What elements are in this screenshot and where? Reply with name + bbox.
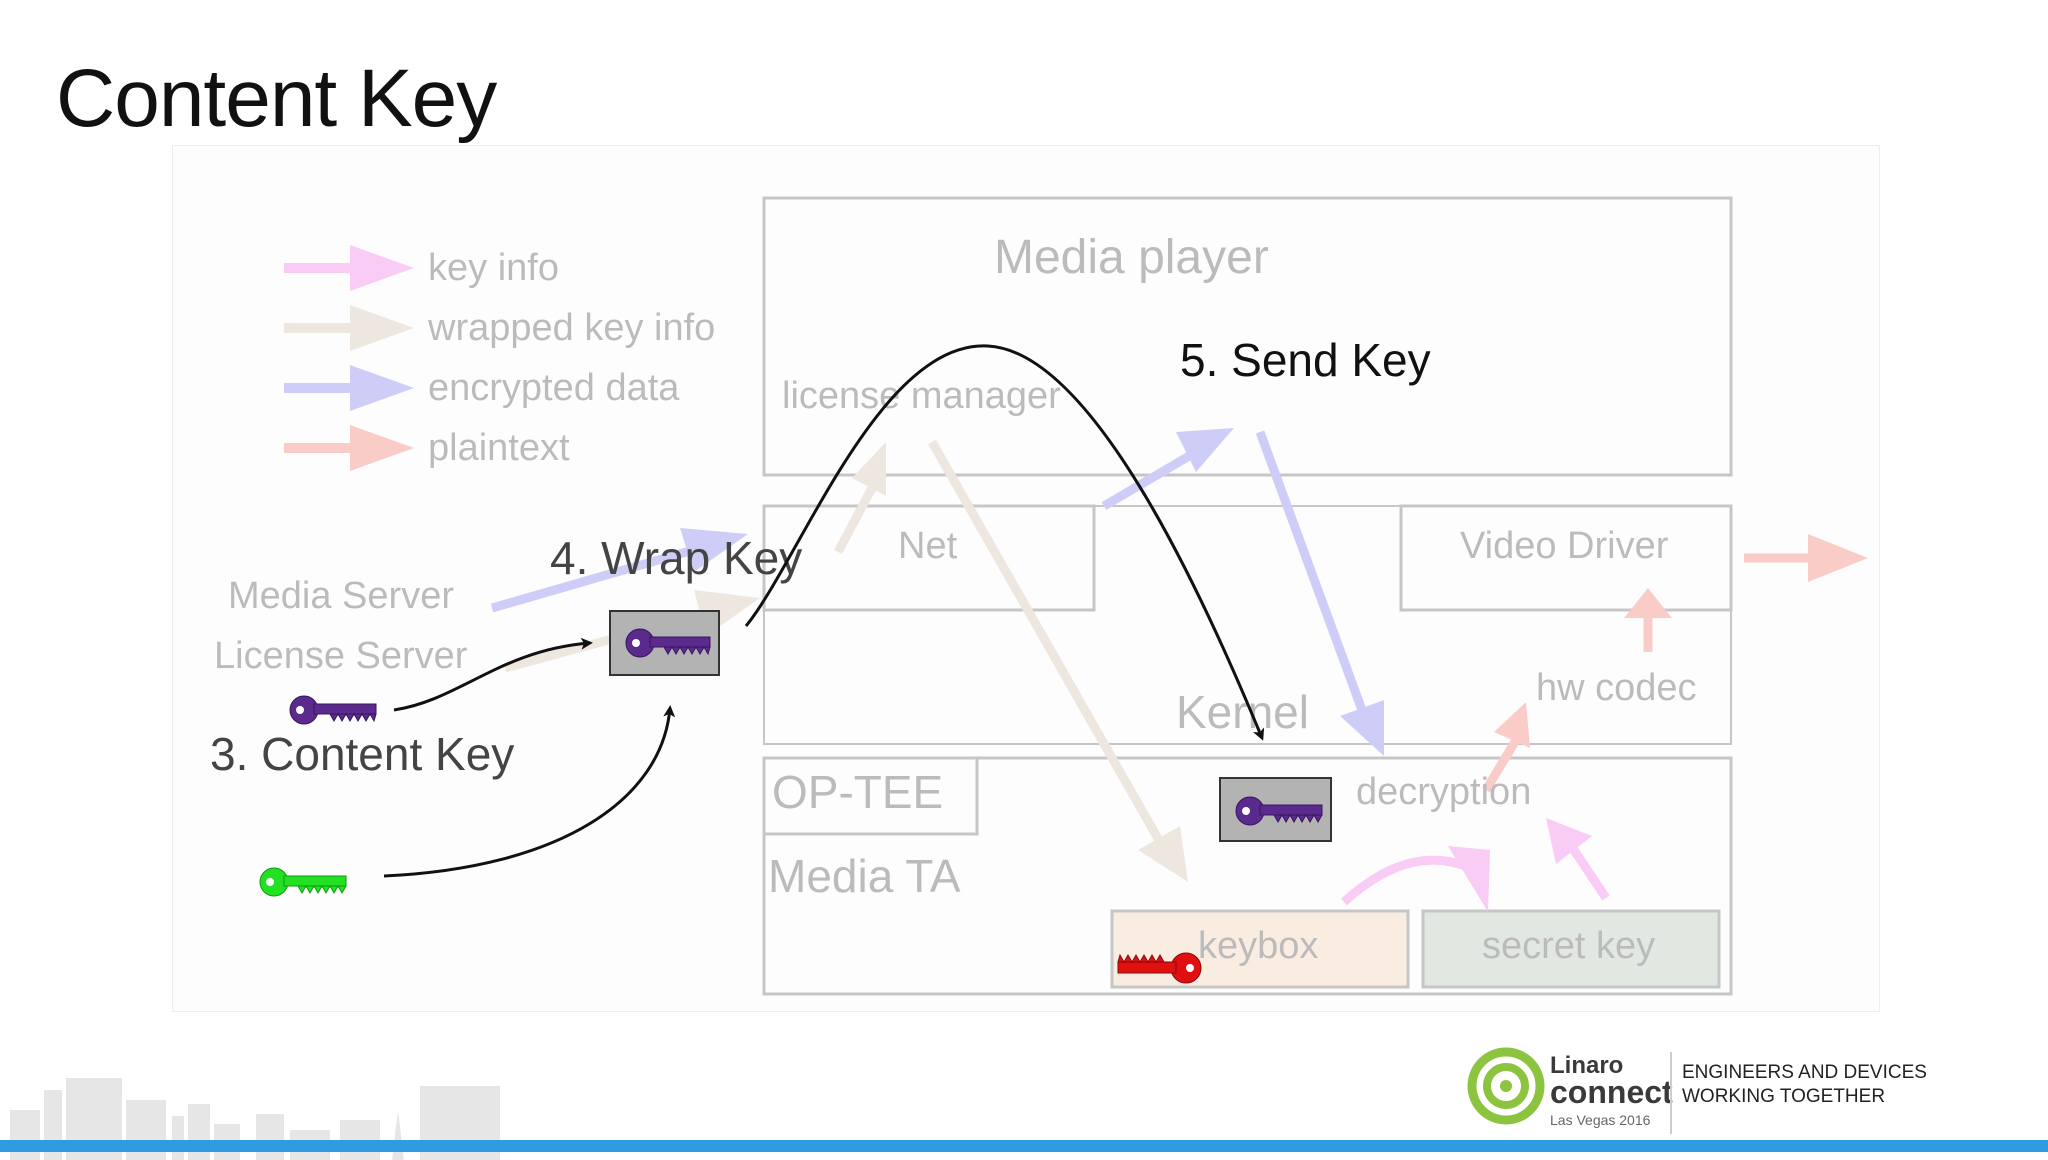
arrow-green-key-to-wrap <box>383 705 676 878</box>
legend-label-key-info: key info <box>428 247 559 289</box>
legend-arrow-plaintext <box>284 425 414 471</box>
tee-box <box>762 756 1733 996</box>
wrapped-key-icon <box>625 628 711 658</box>
op-tee-box <box>762 756 979 836</box>
video-driver-box <box>1399 504 1733 612</box>
slide-title: Content Key <box>56 53 497 144</box>
green-key-icon <box>259 867 347 897</box>
kernel-box <box>763 505 1732 745</box>
license-server-label: License Server <box>214 635 468 677</box>
legend-label-wrapped-key-info: wrapped key info <box>427 307 715 349</box>
legend-label-plaintext: plaintext <box>428 427 570 469</box>
purple-content-key-icon <box>289 695 377 725</box>
location-text: Las Vegas 2016 <box>1550 1112 1651 1128</box>
step-content-key-label: 3. Content Key <box>210 728 514 780</box>
media-ta-label: Media TA <box>768 850 961 902</box>
key-info-arrow-keybox-to-decryption <box>1340 846 1490 912</box>
bottom-accent-bar <box>0 1140 2048 1152</box>
legend-arrow-wrapped-key-info <box>284 305 414 351</box>
logo-divider <box>1670 1052 1672 1134</box>
footer: Linaro connect Las Vegas 2016 ENGINEERS … <box>0 1030 2048 1160</box>
decryption-label: decryption <box>1356 771 1531 813</box>
wrapped-key-arrow-to-keybox <box>928 439 1188 882</box>
tagline-line-1: ENGINEERS AND DEVICES <box>1682 1062 1927 1083</box>
linaro-brand-text: Linaro <box>1550 1052 1624 1079</box>
op-tee-label: OP-TEE <box>772 766 943 818</box>
linaro-logo-icon <box>1467 1047 1545 1125</box>
plaintext-arrow-to-codec <box>1482 702 1530 793</box>
encrypted-data-arrow-up <box>1101 428 1234 510</box>
step-send-key-label: 5. Send Key <box>1180 334 1431 386</box>
video-driver-label: Video Driver <box>1460 525 1669 567</box>
red-key-icon <box>1117 952 1202 984</box>
legend-arrow-key-info <box>284 245 414 291</box>
secret-key-box <box>1421 909 1721 989</box>
net-label: Net <box>898 525 958 567</box>
faded-background-layer: key info wrapped key info encrypted data… <box>214 196 1868 996</box>
tagline-line-2: WORKING TOGETHER <box>1682 1086 1886 1107</box>
plaintext-arrow-to-driver <box>1624 588 1672 652</box>
wrapped-key-arrow-net-up <box>834 442 886 555</box>
media-player-label: Media player <box>994 231 1269 284</box>
step-wrap-key-label: 4. Wrap Key <box>550 532 802 584</box>
legend-arrow-encrypted-data <box>284 365 414 411</box>
keybox-box <box>1110 909 1410 989</box>
tee-content-key-icon <box>1235 796 1323 826</box>
connect-text: connect <box>1550 1074 1673 1110</box>
key-info-arrow-secret-to-decryption <box>1546 818 1610 901</box>
secret-key-label: secret key <box>1482 925 1655 967</box>
legend-label-encrypted-data: encrypted data <box>428 367 680 409</box>
hw-codec-label: hw codec <box>1536 667 1697 709</box>
net-box <box>762 504 1096 612</box>
encrypted-data-arrow-down <box>1255 430 1384 756</box>
encrypted-data-arrow-server-to-net <box>490 528 748 613</box>
license-manager-label: license manager <box>782 375 1061 417</box>
media-player-box <box>762 196 1733 477</box>
arrow-send-key <box>744 344 1265 741</box>
plaintext-arrow-out <box>1744 534 1868 582</box>
keybox-label: keybox <box>1198 925 1318 967</box>
arrow-content-key-to-wrap <box>393 637 593 712</box>
media-server-label: Media Server <box>228 575 454 617</box>
